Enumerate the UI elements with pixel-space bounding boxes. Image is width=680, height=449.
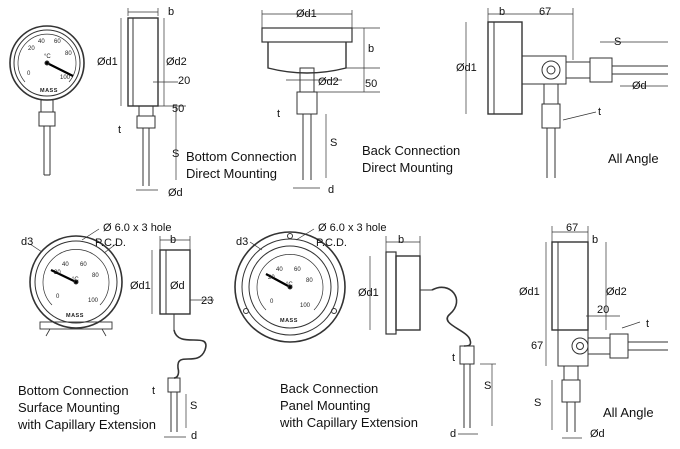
dial-tick-80: 80: [306, 278, 313, 284]
dial-tick-100: 100: [300, 303, 311, 309]
dim-od1: Ød1: [97, 56, 118, 68]
dim-t: t: [598, 106, 602, 118]
dim-od: Ød: [168, 187, 183, 199]
dial-numerals-2: 20 40 60 80 0 100 °C MASS: [54, 262, 99, 319]
dial-tick-0: 0: [27, 71, 31, 77]
dim-od: Ød: [590, 428, 605, 440]
dim-s: S: [534, 397, 542, 409]
caption-back-direct: Back Connection Direct Mounting: [362, 143, 461, 175]
dim-67: 67: [531, 340, 544, 352]
dial-tick-80: 80: [92, 273, 99, 279]
dim-hole: Ø 6.0 x 3 hole: [318, 222, 387, 234]
gauge-all-angle-bottom: [545, 226, 668, 439]
dial-tick-60: 60: [54, 39, 61, 45]
dial-numerals-1: 20 40 60 80 0 100 °C MASS: [27, 39, 72, 94]
dim-d: d: [328, 184, 335, 196]
dial-tick-40: 40: [276, 267, 283, 273]
dim-b: b: [170, 234, 177, 246]
dial-brand: MASS: [40, 88, 58, 94]
dim-pcd: P.C.D.: [95, 237, 126, 249]
dim-t: t: [152, 385, 156, 397]
gauge-side-view-1: [120, 8, 186, 191]
dim-t: t: [118, 124, 122, 136]
dial-tick-80: 80: [65, 51, 72, 57]
dim-20: 20: [597, 304, 610, 316]
dim-od1: Ød1: [519, 286, 540, 298]
dim-67: 67: [539, 6, 552, 18]
caption-all-angle-top: All Angle: [608, 151, 659, 166]
dim-23: 23: [201, 295, 214, 307]
dial-unit: °C: [72, 277, 79, 283]
caption-all-angle-bottom: All Angle: [603, 405, 654, 420]
dim-d3: d3: [21, 236, 34, 248]
dial-tick-20: 20: [54, 270, 61, 276]
dim-hole: Ø 6.0 x 3 hole: [103, 222, 172, 234]
dial-tick-60: 60: [80, 262, 87, 268]
dim-pcd: P.C.D.: [316, 237, 347, 249]
dim-50: 50: [172, 103, 185, 115]
dim-od: Ød: [170, 280, 185, 292]
dim-s: S: [190, 400, 198, 412]
dim-t: t: [646, 318, 650, 330]
dim-d: d: [191, 430, 198, 442]
dial-tick-20: 20: [268, 275, 275, 281]
gauge-front-view-1: [9, 25, 85, 176]
dial-tick-20: 20: [28, 46, 35, 52]
dim-od1: Ød1: [358, 287, 379, 299]
dim-od2: Ød2: [166, 56, 187, 68]
dial-tick-0: 0: [270, 299, 274, 305]
gauge-surface-front: [29, 228, 123, 337]
dim-t: t: [277, 108, 281, 120]
dial-tick-40: 40: [62, 262, 69, 268]
gauge-panel-front: [234, 228, 346, 343]
dial-unit: °C: [286, 282, 293, 288]
caption-bottom-surface: Bottom Connection Surface Mounting with …: [18, 383, 157, 432]
dial-tick-60: 60: [294, 267, 301, 273]
dim-s: S: [330, 137, 338, 149]
gauge-back-direct: [261, 10, 380, 189]
dial-brand: MASS: [66, 313, 84, 319]
gauge-all-angle-top: [465, 8, 668, 178]
dim-od2: Ød2: [606, 286, 627, 298]
dial-tick-100: 100: [60, 75, 71, 81]
dim-b: b: [592, 234, 599, 246]
dim-50: 50: [365, 78, 378, 90]
dim-t: t: [452, 352, 456, 364]
dial-tick-40: 40: [38, 39, 45, 45]
dial-brand: MASS: [280, 318, 298, 324]
gauge-surface-side: [151, 236, 214, 438]
dim-67: 67: [566, 222, 579, 234]
dim-od1: Ød1: [130, 280, 151, 292]
dim-20: 20: [178, 75, 191, 87]
caption-back-panel: Back Connection Panel Mounting with Capi…: [280, 381, 419, 430]
dim-od: Ød: [632, 80, 647, 92]
dim-d3: d3: [236, 236, 249, 248]
dim-b: b: [398, 234, 405, 246]
dial-tick-100: 100: [88, 298, 99, 304]
dial-tick-0: 0: [56, 294, 60, 300]
dim-s: S: [484, 380, 492, 392]
dim-od1: Ød1: [456, 62, 477, 74]
dim-od2: Ød2: [318, 76, 339, 88]
dim-b: b: [368, 43, 375, 55]
gauge-panel-side: [369, 236, 496, 435]
dim-b: b: [168, 6, 175, 18]
dim-od1: Ød1: [296, 8, 317, 20]
dim-s: S: [172, 148, 180, 160]
dim-d: d: [450, 428, 457, 440]
dim-b: b: [499, 6, 506, 18]
dial-unit: °C: [44, 54, 51, 60]
caption-bottom-direct: Bottom Connection Direct Mounting: [186, 149, 297, 181]
dim-s: S: [614, 36, 622, 48]
dial-numerals-3: 20 40 60 80 0 100 °C MASS: [268, 267, 313, 324]
